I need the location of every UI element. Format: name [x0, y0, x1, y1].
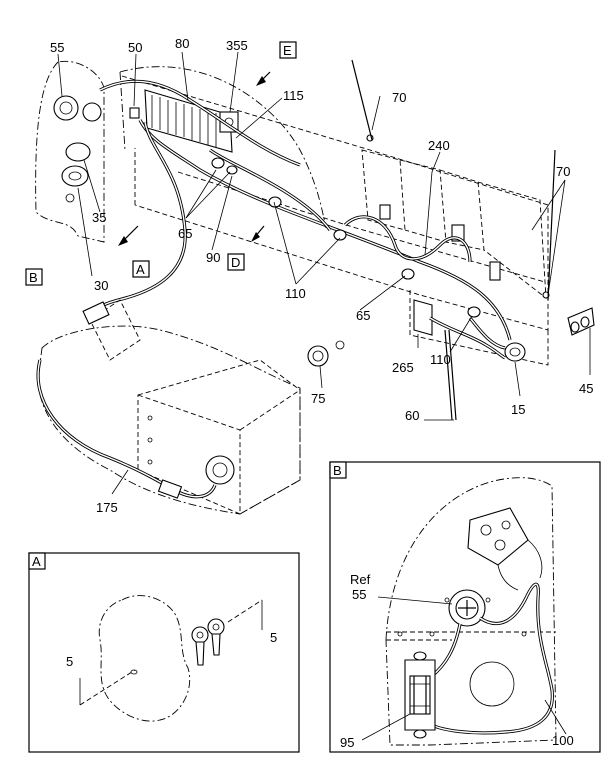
view-label-A: A	[136, 262, 145, 277]
view-label-D: D	[231, 255, 240, 270]
callout-70-top: 70	[392, 90, 406, 105]
main-assembly	[35, 59, 595, 515]
callout-115: 115	[283, 88, 304, 103]
detail-B-ref-label: Ref	[350, 572, 371, 587]
callout-265: 265	[392, 360, 414, 375]
callout-45: 45	[579, 381, 593, 396]
detail-B: B Ref	[329, 461, 601, 753]
main-callouts: 55 50 80 355 115 70 240 70 35 30 65 90 1…	[50, 36, 593, 515]
callout-leaders	[57, 51, 591, 495]
detail-B-callout-100: 100	[552, 733, 574, 748]
callout-240: 240	[428, 138, 450, 153]
callout-355: 355	[226, 38, 248, 53]
callout-50: 50	[128, 40, 142, 55]
callout-55: 55	[50, 40, 64, 55]
view-arrows	[118, 71, 271, 246]
view-label-B: B	[29, 270, 38, 285]
callout-35: 35	[92, 210, 106, 225]
callout-175: 175	[96, 500, 118, 515]
callout-15: 15	[511, 402, 525, 417]
detail-A-callout-5-right: 5	[270, 630, 277, 645]
callout-65-mid: 65	[356, 308, 370, 323]
callout-75: 75	[311, 391, 325, 406]
detail-A-label: A	[32, 554, 41, 569]
detail-B-label: B	[333, 463, 342, 478]
view-labels: E A B D	[25, 41, 297, 286]
detail-A-callout-5-left: 5	[66, 654, 73, 669]
callout-80: 80	[175, 36, 189, 51]
detail-A-frame	[28, 552, 300, 753]
callout-30: 30	[94, 278, 108, 293]
callout-70-right: 70	[556, 164, 570, 179]
callout-65-left: 65	[178, 226, 192, 241]
callout-110-left: 110	[285, 286, 306, 301]
detail-B-callout-55: 55	[352, 587, 366, 602]
view-label-E: E	[283, 43, 292, 58]
callout-110-right: 110	[430, 352, 451, 367]
callout-90: 90	[206, 250, 220, 265]
detail-B-callout-95: 95	[340, 735, 354, 750]
callout-60: 60	[405, 408, 419, 423]
detail-A: A 5 5	[28, 552, 300, 753]
